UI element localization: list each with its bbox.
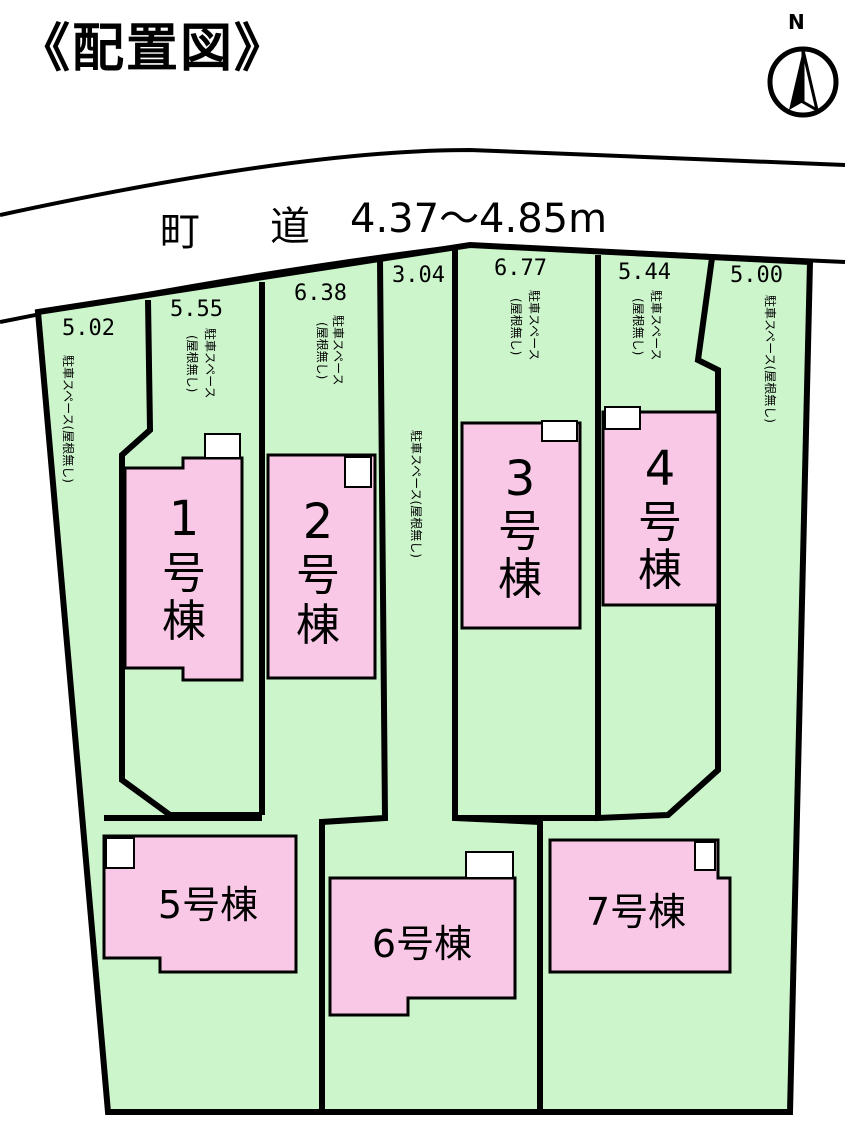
road-name: 町 (160, 209, 200, 255)
page-title: 《配置図》 (18, 19, 289, 79)
parking-label-6a: 駐車スペース (649, 290, 664, 361)
compass-label: N (788, 10, 805, 34)
parking-label-2b: (屋根無し) (185, 335, 200, 392)
parking-label-4: 駐車スペース(屋根無し) (409, 430, 424, 558)
road-name-2: 道 (270, 204, 310, 250)
building-3 (460, 421, 582, 630)
lot-width-7: 5.00 (730, 263, 783, 288)
building-2-suffix2: 棟 (296, 600, 340, 651)
parking-label-7: 駐車スペース(屋根無し) (763, 295, 778, 423)
building-5 (102, 834, 298, 974)
parking-label-5b: (屋根無し) (509, 298, 524, 355)
building-1-porch (204, 433, 241, 459)
building-7-label: 7号棟 (586, 890, 686, 934)
road-edge-north (0, 147, 846, 217)
parking-label-3b: (屋根無し) (315, 322, 330, 379)
building-3-porch (541, 420, 578, 442)
building-3-suffix: 号 (498, 506, 542, 557)
parking-label-5a: 駐車スペース (527, 290, 542, 361)
building-5-porch (105, 837, 135, 869)
lot-width-1: 5.02 (62, 316, 115, 341)
compass-icon (767, 46, 839, 118)
lot-width-5: 6.77 (494, 256, 547, 281)
building-6 (328, 876, 517, 1017)
building-5-label: 5号棟 (158, 883, 258, 927)
parking-label-6b: (屋根無し) (631, 298, 646, 355)
building-3-suffix2: 棟 (498, 554, 542, 605)
building-4 (601, 410, 720, 607)
lot-width-2: 5.55 (170, 297, 223, 322)
parking-label-2a: 駐車スペース (203, 328, 218, 399)
building-2-porch (344, 456, 372, 488)
building-1 (123, 456, 244, 682)
building-3-num: 3 (505, 451, 536, 507)
north-compass (765, 12, 845, 122)
building-1-num: 1 (169, 491, 200, 547)
building-7 (548, 838, 732, 974)
building-4-num: 4 (645, 441, 676, 497)
building-2-num: 2 (303, 494, 334, 550)
building-4-porch (604, 406, 641, 430)
parking-label-3a: 駐車スペース (331, 315, 346, 386)
lot-width-6: 5.44 (618, 260, 671, 285)
lot-width-3: 6.38 (294, 281, 347, 306)
building-1-suffix2: 棟 (162, 596, 206, 647)
building-4-suffix2: 棟 (638, 545, 682, 596)
building-2 (266, 453, 377, 680)
road-width: 4.37〜4.85m (350, 196, 607, 242)
lot-width-4: 3.04 (392, 263, 445, 288)
building-6-porch (465, 851, 514, 879)
lot-divider-3 (319, 259, 389, 1112)
building-6-label: 6号棟 (372, 922, 472, 966)
building-2-suffix: 号 (296, 550, 340, 601)
building-4-suffix: 号 (638, 497, 682, 548)
building-1-suffix: 号 (162, 548, 206, 599)
parking-label-1: 駐車スペース(屋根無し) (61, 355, 76, 483)
building-7-porch (694, 841, 716, 871)
